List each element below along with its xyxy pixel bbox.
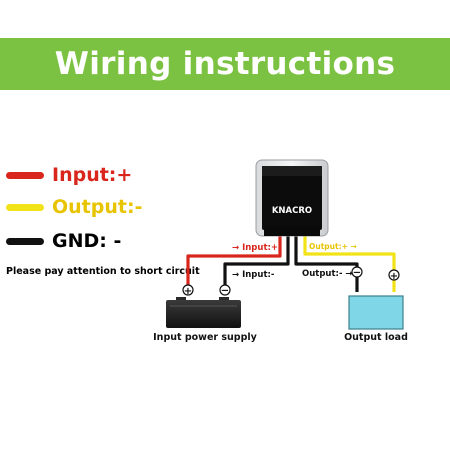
battery-minus-terminal: − [221,286,229,297]
short-circuit-note: Please pay attention to short circuit [6,266,200,277]
legend-label-output-minus: Output:- [52,196,143,218]
header-banner: Wiring instructions [0,38,450,90]
red-wire-swatch [6,171,44,179]
black-wire-swatch [6,237,44,245]
page-title: Wiring instructions [54,46,396,82]
wire-label-output-plus: Output:+ → [309,242,357,251]
converter-brand-label: KNACRO [272,206,312,216]
wire-output-minus [294,232,359,292]
yellow-wire-swatch [6,203,44,211]
legend-item-gnd: GND: - [6,230,121,252]
wire-label-output-minus: Output:- → [302,269,353,279]
wire-label-input-minus: → Input:- [232,270,275,280]
converter-module: KNACRO [255,159,329,237]
legend-item-output-minus: Output:- [6,196,142,218]
wire-label-input-plus: → Input:+ [232,243,278,253]
load-label: Output load [344,332,408,343]
legend-label-input-plus: Input:+ [52,164,133,186]
battery-plus-terminal: + [184,286,192,297]
wire-output-plus [303,232,396,292]
wire-input-plus [186,232,282,292]
legend-item-input-plus: Input:+ [6,164,132,186]
legend-label-gnd: GND: - [52,230,122,252]
wire-input-minus [223,232,290,292]
load-minus-terminal: − [353,268,361,279]
output-load-icon: − + [348,266,404,330]
battery-label: Input power supply [153,332,258,343]
battery-icon: + − [166,284,241,328]
load-plus-terminal: + [390,271,398,282]
